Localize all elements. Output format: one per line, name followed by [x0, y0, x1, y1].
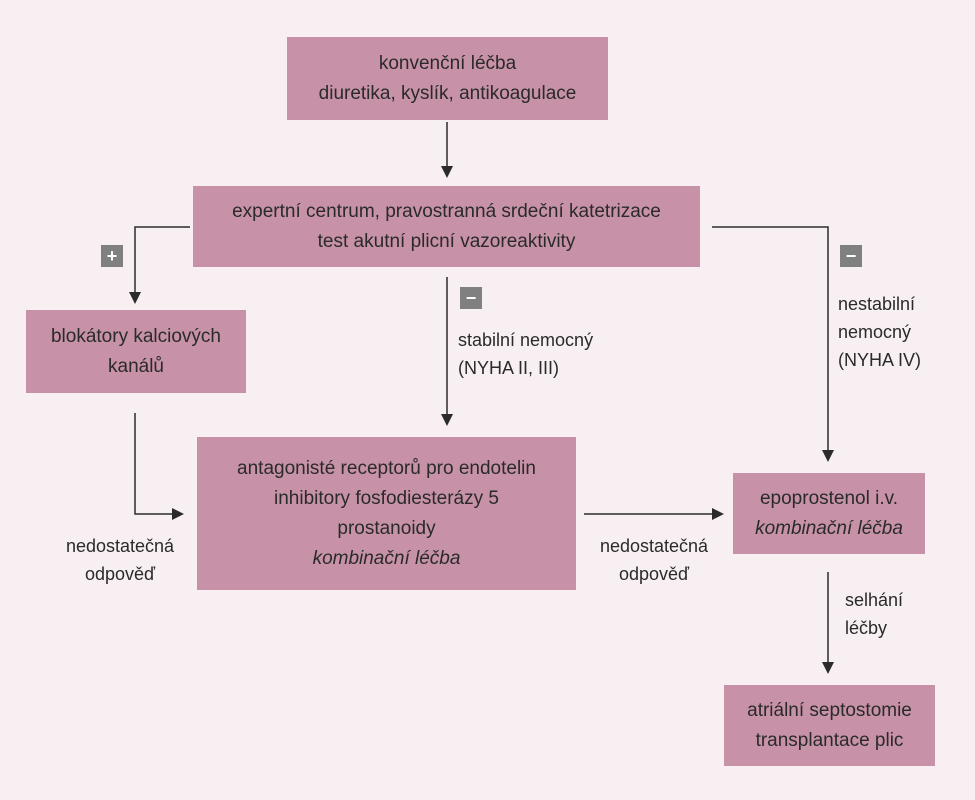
conventional-treatment-box: konvenční léčba diuretika, kyslík, antik… — [287, 37, 608, 120]
expert-center-line1: expertní centrum, pravostranná srdeční k… — [232, 200, 661, 222]
failure-line1: selhání — [845, 590, 904, 610]
insufficient-left-line1: nedostatečná — [65, 536, 175, 556]
antagonists-box: antagonisté receptorů pro endotelin inhi… — [197, 437, 576, 590]
antagonists-line4: kombinační léčba — [312, 547, 461, 569]
failure-line2: léčby — [845, 618, 888, 638]
conventional-title: konvenční léčba — [378, 52, 517, 74]
stable-line2: (NYHA II, III) — [458, 358, 560, 378]
insufficient-left-line2: odpověď — [84, 564, 156, 584]
plus-badge: + — [101, 245, 123, 267]
unstable-line1: nestabilní — [838, 294, 916, 314]
epoprostenol-line1: epoprostenol i.v. — [759, 487, 898, 509]
calcium-blockers-line1: blokátory kalciových — [50, 325, 222, 347]
antagonists-line1: antagonisté receptorů pro endotelin — [237, 457, 536, 479]
unstable-line3: (NYHA IV) — [838, 350, 922, 370]
minus-badge-right: − — [840, 245, 862, 267]
septostomy-line1: atriální septostomie — [747, 699, 912, 721]
expert-center-line2: test akutní plicní vazoreaktivity — [317, 230, 576, 252]
epoprostenol-box: epoprostenol i.v. kombinační léčba — [733, 473, 925, 554]
insufficient-response-mid-label: nedostatečná odpověď — [580, 532, 728, 588]
unstable-patient-label: nestabilní nemocný (NYHA IV) — [838, 290, 921, 374]
arrow-expert-to-epoprostenol — [712, 226, 834, 462]
calcium-blockers-box: blokátory kalciových kanálů — [26, 310, 246, 393]
minus-badge-center: − — [460, 287, 482, 309]
treatment-failure-label: selhání léčby — [845, 586, 903, 642]
antagonists-line2: inhibitory fosfodiesterázy 5 — [274, 487, 499, 509]
stable-line1: stabilní nemocný — [458, 330, 594, 350]
septostomy-line2: transplantace plic — [755, 729, 904, 751]
arrow-expert-to-calcium — [129, 226, 190, 304]
epoprostenol-line2: kombinační léčba — [755, 517, 903, 539]
conventional-detail: diuretika, kyslík, antikoagulace — [318, 82, 577, 104]
arrow-calcium-to-antagonists — [134, 413, 184, 520]
insufficient-mid-line1: nedostatečná — [599, 536, 709, 556]
antagonists-line3: prostanoidy — [337, 517, 436, 539]
insufficient-response-left-label: nedostatečná odpověď — [46, 532, 194, 588]
unstable-line2: nemocný — [838, 322, 912, 342]
expert-center-box: expertní centrum, pravostranná srdeční k… — [193, 186, 700, 267]
insufficient-mid-line2: odpověď — [618, 564, 690, 584]
stable-patient-label: stabilní nemocný (NYHA II, III) — [458, 326, 593, 382]
calcium-blockers-line2: kanálů — [108, 355, 164, 377]
septostomy-box: atriální septostomie transplantace plic — [724, 685, 935, 766]
